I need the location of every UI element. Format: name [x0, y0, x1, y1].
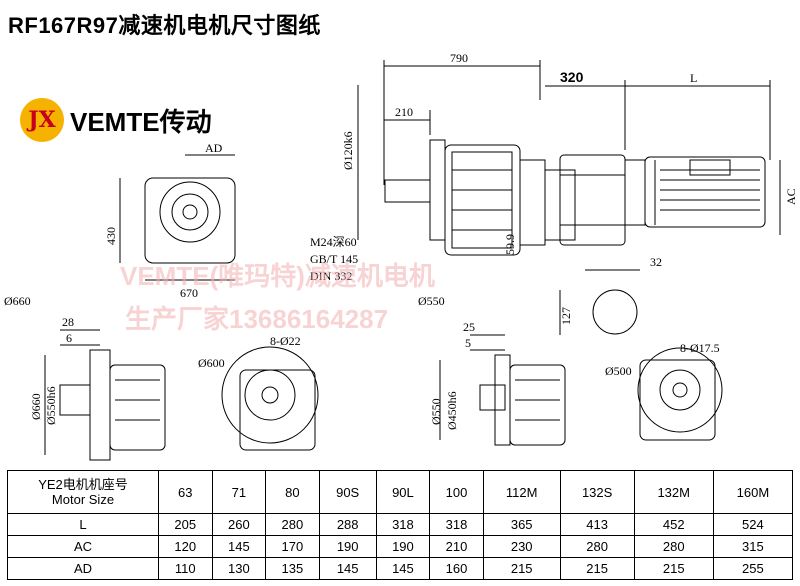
table-cell: 210: [429, 535, 484, 558]
dim-din: DIN 332: [310, 269, 352, 283]
dim-430: 430: [104, 227, 118, 245]
dim-660-b: Ø660: [29, 393, 43, 420]
technical-drawing: 790 320 L 210 Ø120k6 AC AD 430 670 M24深6…: [4, 51, 798, 461]
table-header-row: YE2电机机座号 Motor Size 63 71 80 90S 90L 100…: [7, 470, 794, 514]
dim-5: 5: [465, 336, 471, 350]
dim-m24: M24深60: [310, 235, 357, 249]
table-cell: 413: [559, 513, 635, 536]
size-cell: 132S: [559, 470, 635, 514]
table-cell: 318: [375, 513, 431, 536]
header-line-en: Motor Size: [51, 492, 115, 507]
dim-210: 210: [395, 105, 413, 119]
dim-8-22: 8-Ø22: [270, 334, 301, 348]
dim-127: 127: [559, 307, 573, 325]
dim-gbt: GB/T 145: [310, 252, 358, 266]
size-cell: 80: [265, 470, 320, 514]
header-line-cn: YE2电机机座号: [38, 477, 128, 492]
dim-550: Ø550: [418, 294, 445, 308]
size-cell: 132M: [633, 470, 714, 514]
dim-28: 28: [62, 315, 74, 329]
watermark-line1: VEMTE(唯玛特)减速机电机: [120, 261, 435, 291]
brand-logo: JX: [20, 98, 64, 142]
dim-790: 790: [450, 51, 468, 65]
table-cell: 205: [158, 513, 213, 536]
dim-500: Ø500: [605, 364, 632, 378]
table-cell: 280: [559, 535, 635, 558]
row-label: AC: [7, 535, 159, 558]
table-cell: 230: [482, 535, 561, 558]
table-header-label: YE2电机机座号 Motor Size: [7, 470, 159, 514]
table-cell: 215: [559, 557, 635, 580]
table-cell: 170: [265, 535, 320, 558]
table-row: AD 110 130 135 145 145 160 215 215 215 2…: [7, 557, 794, 580]
dim-32: 32: [650, 255, 662, 269]
table-cell: 145: [318, 557, 377, 580]
dim-600: Ø600: [198, 356, 225, 370]
size-cell: 63: [158, 470, 213, 514]
table-cell: 215: [633, 557, 714, 580]
table-cell: 288: [318, 513, 377, 536]
table-cell: 145: [375, 557, 431, 580]
size-cell: 71: [211, 470, 267, 514]
table-cell: 120: [158, 535, 213, 558]
size-cell: 100: [429, 470, 484, 514]
dim-550-c: Ø550: [429, 398, 443, 425]
table-cell: 160: [429, 557, 484, 580]
table-row: L 205 260 280 288 318 318 365 413 452 52…: [7, 513, 794, 536]
dim-l: L: [690, 71, 697, 85]
table-cell: 365: [482, 513, 561, 536]
table-cell: 452: [633, 513, 714, 536]
table-cell: 260: [211, 513, 267, 536]
row-label: L: [7, 513, 159, 536]
table-cell: 215: [482, 557, 561, 580]
page-title: RF167R97减速机电机尺寸图纸: [8, 13, 321, 38]
table-cell: 280: [265, 513, 320, 536]
row-label: AD: [7, 557, 159, 580]
motor-size-table: YE2电机机座号 Motor Size 63 71 80 90S 90L 100…: [7, 470, 794, 580]
dim-6: 6: [66, 331, 72, 345]
size-cell: 90L: [375, 470, 431, 514]
dim-shaft-diameter: Ø120k6: [341, 131, 355, 170]
dim-660: Ø660: [4, 294, 31, 308]
watermark-line2: 生产厂家13686164287: [125, 304, 388, 334]
size-cell: 160M: [712, 470, 794, 514]
table-cell: 135: [265, 557, 320, 580]
table-cell: 280: [633, 535, 714, 558]
dim-8-17-5: 8-Ø17.5: [680, 341, 720, 355]
brand-block: JX VEMTE传动: [20, 98, 212, 142]
dim-670: 670: [180, 286, 198, 300]
brand-name: VEMTE传动: [70, 106, 212, 137]
table-cell: 130: [211, 557, 267, 580]
dim-320: 320: [560, 69, 584, 85]
table-cell: 145: [211, 535, 267, 558]
table-row: AC 120 145 170 190 190 210 230 280 280 3…: [7, 535, 794, 558]
size-cell: 112M: [482, 470, 561, 514]
dim-ac: AC: [784, 188, 798, 205]
dim-ad: AD: [205, 141, 223, 155]
dim-25: 25: [463, 320, 475, 334]
table-cell: 110: [158, 557, 213, 580]
dim-59-9: 59.9: [503, 234, 517, 255]
size-cell: 90S: [318, 470, 377, 514]
table-cell: 190: [318, 535, 377, 558]
table-cell: 315: [712, 535, 794, 558]
table-cell: 318: [429, 513, 484, 536]
table-cell: 255: [712, 557, 794, 580]
table-cell: 190: [375, 535, 431, 558]
table-cell: 524: [712, 513, 794, 536]
dim-550-h6: Ø550h6: [44, 386, 58, 425]
dim-450-h6: Ø450h6: [445, 391, 459, 430]
